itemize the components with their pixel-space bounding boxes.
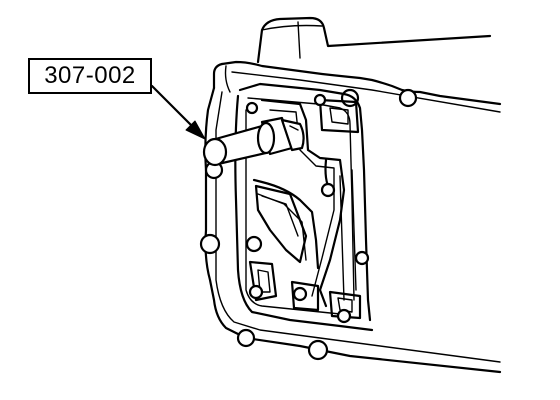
inner-bolt-heads <box>245 93 370 324</box>
housing-top-boss <box>256 16 492 64</box>
callout-arrow <box>150 84 206 140</box>
perimeter-bolt-bosses <box>199 88 418 361</box>
valve-body-channels <box>234 82 374 332</box>
tool-number-callout: 307-002 <box>28 58 152 94</box>
special-tool-307-002 <box>202 116 305 167</box>
tool-number-label: 307-002 <box>44 62 136 89</box>
